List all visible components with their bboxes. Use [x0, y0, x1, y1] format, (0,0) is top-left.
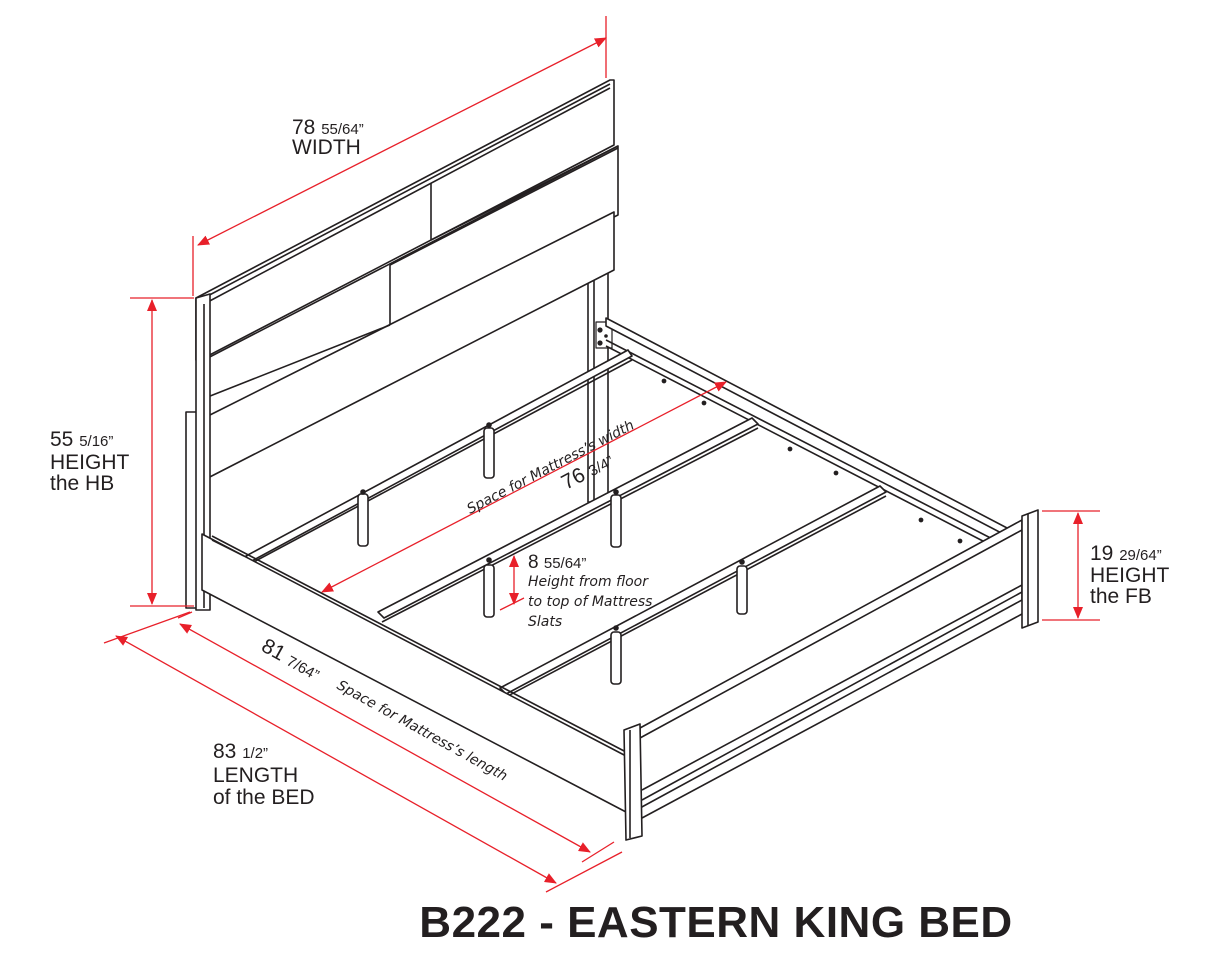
svg-text:78 55/64”: 78 55/64” [292, 116, 364, 139]
svg-text:of the BED: of the BED [213, 786, 315, 809]
dimension-lines [103, 16, 1100, 893]
svg-text:the FB: the FB [1090, 585, 1152, 608]
svg-text:HEIGHT: HEIGHT [50, 451, 130, 474]
svg-text:8 55/64”: 8 55/64” [528, 552, 586, 573]
label-bed-length: 83 1/2” LENGTH of the BED [213, 740, 315, 809]
footboard [623, 509, 1039, 841]
product-title: B222 - EASTERN KING BED [419, 898, 1013, 947]
svg-text:LENGTH: LENGTH [213, 764, 298, 787]
svg-text:Height from floor: Height from floor [528, 574, 649, 590]
label-slat-height: 8 55/64” Height from floor to top of Mat… [528, 552, 652, 630]
svg-text:WIDTH: WIDTH [292, 136, 361, 159]
label-width: 78 55/64” WIDTH [292, 116, 364, 159]
svg-text:19 29/64”: 19 29/64” [1090, 542, 1162, 565]
label-hb-height: 55 5/16” HEIGHT the HB [50, 428, 130, 495]
svg-text:HEIGHT: HEIGHT [1090, 564, 1170, 587]
svg-text:to top of Mattress: to top of Mattress [528, 594, 652, 610]
svg-text:83 1/2”: 83 1/2” [213, 740, 268, 763]
svg-text:Slats: Slats [528, 614, 562, 630]
svg-text:55 5/16”: 55 5/16” [50, 428, 113, 451]
label-fb-height: 19 29/64” HEIGHT the FB [1090, 542, 1170, 608]
svg-text:the HB: the HB [50, 472, 114, 495]
